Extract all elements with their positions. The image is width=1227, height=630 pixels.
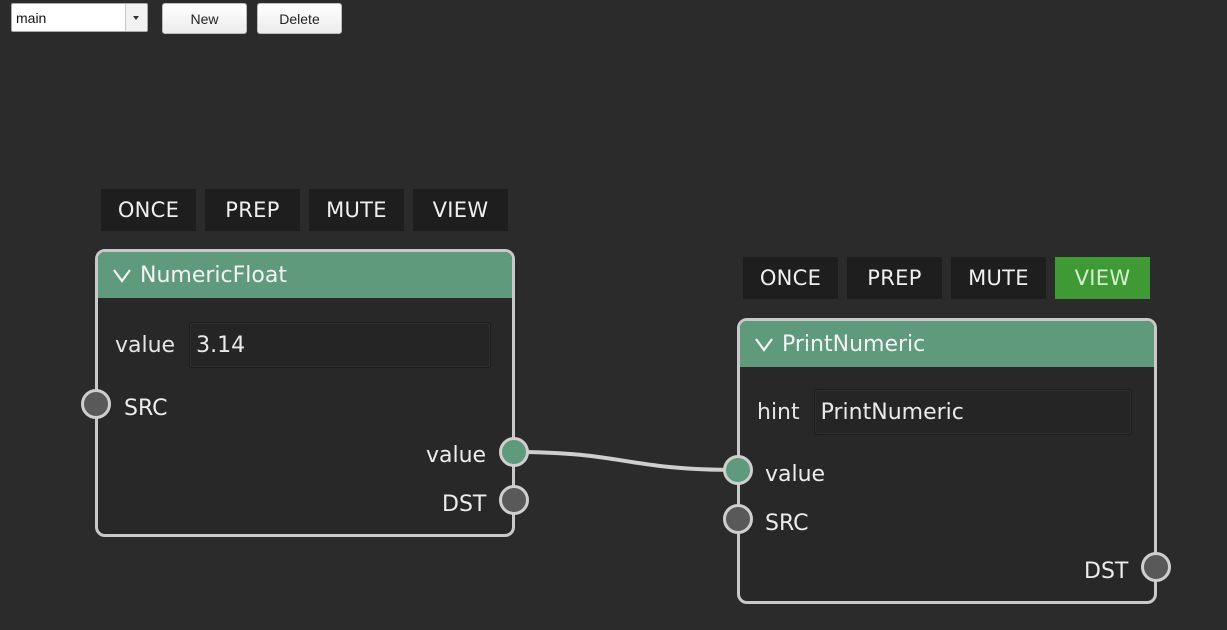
output-port-dst[interactable] [499,485,529,515]
flag-view-button[interactable]: VIEW [413,189,508,231]
port-label-value: value [765,462,826,487]
hint-input[interactable]: PrintNumeric [813,389,1132,435]
flag-mute-button[interactable]: MUTE [951,257,1046,299]
new-button[interactable]: New [162,3,247,34]
node-numericfloat[interactable]: NumericFloat value 3.14 SRC value DST [95,249,515,537]
flag-mute-button[interactable]: MUTE [309,189,404,231]
flag-once-button[interactable]: ONCE [101,189,196,231]
wire-value-to-value [512,450,740,472]
graph-select-value: main [16,10,47,26]
node-header[interactable]: PrintNumeric [740,321,1154,367]
printnumeric-flag-bar: ONCE PREP MUTE VIEW [743,257,1150,299]
param-label: value [115,332,176,358]
flag-prep-button[interactable]: PREP [205,189,300,231]
delete-button[interactable]: Delete [257,3,342,34]
flag-once-button[interactable]: ONCE [743,257,838,299]
param-label: hint [757,399,800,425]
chevron-down-icon[interactable] [112,265,132,285]
node-header[interactable]: NumericFloat [98,252,512,298]
port-label-dst: DST [442,492,487,517]
node-title: NumericFloat [140,262,287,288]
output-port-value[interactable] [499,437,529,467]
chevron-down-icon[interactable] [754,334,774,354]
input-port-src[interactable] [81,389,111,419]
node-title: PrintNumeric [782,331,926,357]
numericfloat-flag-bar: ONCE PREP MUTE VIEW [101,189,508,231]
param-row-hint: hint PrintNumeric [757,389,1132,435]
input-port-src[interactable] [723,504,753,534]
output-port-dst[interactable] [1141,552,1171,582]
port-label-dst: DST [1084,559,1129,584]
port-label-src: SRC [124,396,168,421]
input-port-value[interactable] [723,455,753,485]
chevron-down-icon[interactable] [125,4,147,31]
param-row-value: value 3.14 [115,322,492,368]
flag-view-button[interactable]: VIEW [1055,257,1150,299]
port-label-src: SRC [765,511,809,536]
port-label-value: value [426,443,487,468]
value-input[interactable]: 3.14 [189,322,492,368]
flag-prep-button[interactable]: PREP [847,257,942,299]
graph-select[interactable]: main [11,3,148,32]
node-printnumeric[interactable]: PrintNumeric hint PrintNumeric value SRC… [737,318,1157,604]
